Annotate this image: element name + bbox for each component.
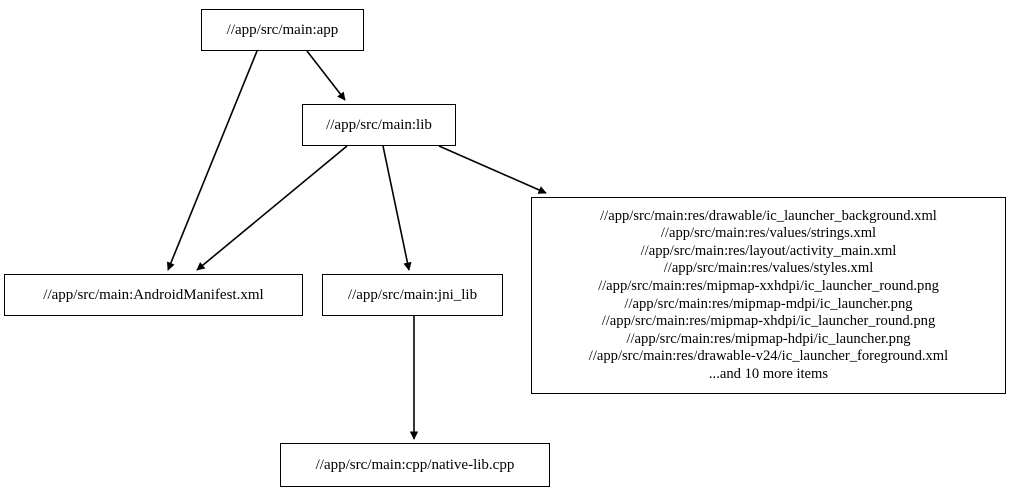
node-native-lib-cpp[interactable]: //app/src/main:cpp/native-lib.cpp — [280, 443, 550, 487]
node-jni-lib[interactable]: //app/src/main:jni_lib — [322, 274, 503, 316]
node-jni-lib-label: //app/src/main:jni_lib — [347, 286, 478, 303]
edge-lib-to-jni — [382, 145, 412, 271]
node-android-manifest-label: //app/src/main:AndroidManifest.xml — [43, 286, 264, 303]
node-app-label: //app/src/main:app — [226, 21, 339, 38]
node-lib[interactable]: //app/src/main:lib — [302, 104, 456, 146]
edge-lib-to-manifest — [196, 145, 348, 271]
edge-app-to-lib — [306, 50, 346, 101]
node-resources-bundle[interactable]: //app/src/main:res/drawable/ic_launcher_… — [531, 197, 1006, 394]
node-native-lib-cpp-label: //app/src/main:cpp/native-lib.cpp — [315, 456, 515, 473]
edge-app-to-manifest — [166, 50, 258, 271]
node-app[interactable]: //app/src/main:app — [201, 9, 364, 51]
edge-lib-to-resources — [438, 145, 547, 194]
node-resources-bundle-label: //app/src/main:res/drawable/ic_launcher_… — [588, 207, 949, 382]
node-lib-label: //app/src/main:lib — [326, 116, 432, 133]
node-android-manifest[interactable]: //app/src/main:AndroidManifest.xml — [4, 274, 303, 316]
